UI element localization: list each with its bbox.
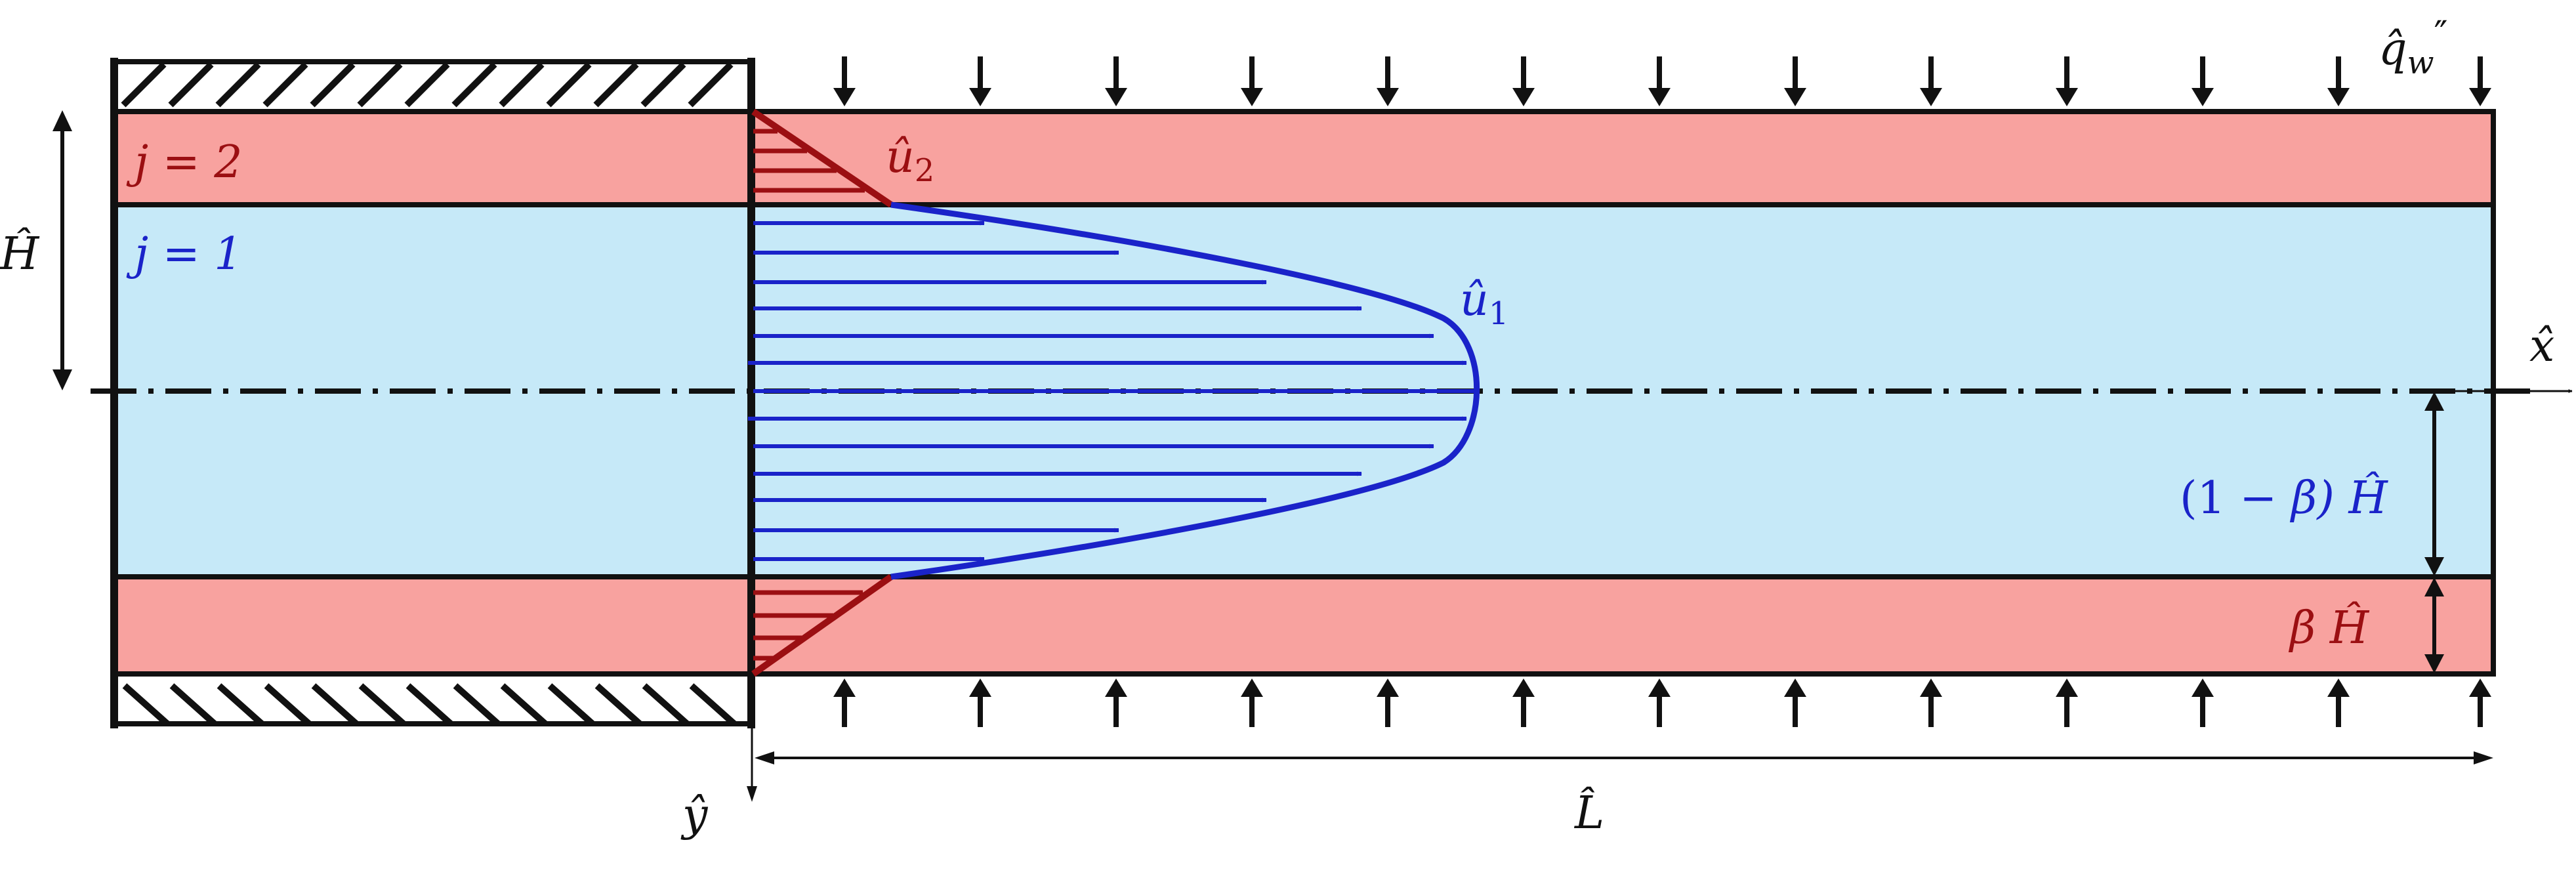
core-velocity-arrows (748, 220, 1477, 562)
outer-height-label: β Ĥ (2288, 602, 2370, 654)
outer-height-dimension (2424, 577, 2444, 673)
layer-1-label: j = 1 (126, 228, 243, 280)
outer-profile-label: û2 (886, 131, 934, 189)
heat-flux-arrows-bottom (833, 679, 2491, 727)
wall-hatching-top (121, 62, 734, 108)
outer-layer-top (114, 112, 2493, 205)
outer-velocity-profile-bottom (751, 574, 893, 677)
length-label: L̂ (1573, 787, 1604, 839)
height-dimension-arrow (52, 110, 72, 390)
x-axis-label: x̂ (2529, 320, 2554, 372)
core-height-label: (1 − β) Ĥ (2180, 472, 2388, 524)
y-axis-label: ŷ (680, 789, 709, 841)
heat-flux-label: q̂w″ (2379, 14, 2448, 81)
wall-hatching-bottom (122, 683, 737, 726)
outer-velocity-profile-top (751, 108, 893, 208)
core-height-dimension (2424, 392, 2444, 576)
channel-boundaries (110, 58, 2496, 728)
layer-2-label: j = 2 (126, 136, 243, 188)
core-profile-label: û1 (1460, 274, 1508, 332)
y-axis (747, 674, 757, 802)
outer-layer-bottom (114, 577, 2493, 674)
length-dimension (755, 751, 2493, 764)
heat-flux-arrows-top (833, 56, 2491, 106)
height-label: Ĥ (0, 228, 40, 280)
